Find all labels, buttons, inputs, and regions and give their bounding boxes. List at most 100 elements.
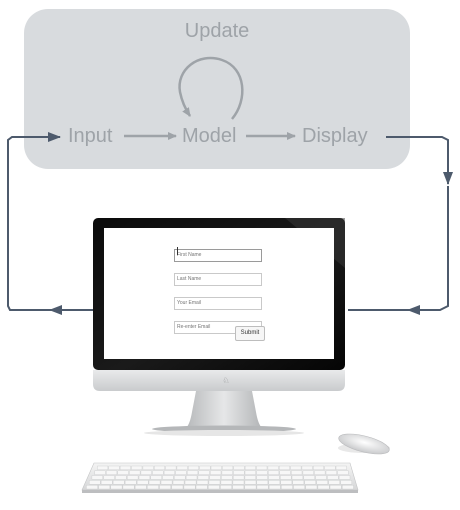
mouse-body (338, 433, 390, 455)
keyboard-key (100, 480, 113, 485)
input-label: Input (68, 125, 113, 147)
signup-form (174, 243, 266, 339)
keyboard-key (129, 470, 141, 475)
keyboard-key (314, 470, 326, 475)
first-name-field[interactable] (174, 249, 262, 262)
keyboard-key (197, 475, 209, 480)
keyboard-key (325, 470, 337, 475)
keyboard-key (305, 485, 318, 490)
keyboard-key (303, 475, 315, 480)
keyboard-key (207, 485, 220, 490)
keyboard-key (199, 465, 211, 470)
keyboard-key (115, 475, 127, 480)
keyboard-key (292, 480, 305, 485)
keyboard-key (327, 475, 339, 480)
keyboard-key (335, 465, 347, 470)
keyboard-key (134, 485, 147, 490)
keyboard-key (172, 480, 185, 485)
keyboard-key (91, 475, 104, 480)
model-label: Model (182, 125, 236, 147)
keyboard-key (185, 475, 198, 480)
email-field[interactable] (174, 297, 262, 310)
reenter-email-field[interactable] (174, 321, 262, 334)
keyboard-key (165, 465, 177, 470)
keyboard-key (268, 470, 280, 475)
keyboard-key (112, 480, 125, 485)
keyboard-key (338, 475, 351, 480)
keyboard-key (152, 470, 164, 475)
keyboard-key (86, 485, 98, 490)
keyboard-key (175, 470, 187, 475)
keyboard-key (279, 465, 290, 470)
mouse (338, 433, 390, 455)
keyboard-key (221, 475, 233, 480)
keyboard-key (183, 485, 196, 490)
keyboard-key (103, 475, 115, 480)
monitor-chin (93, 370, 345, 391)
keyboard-key (163, 470, 176, 475)
keyboard-key (150, 475, 162, 480)
mvc-panel (24, 9, 410, 169)
left-to-input-arrow (7, 132, 61, 311)
last-name-field[interactable] (174, 273, 262, 286)
keyboard-key (244, 480, 257, 485)
keyboard-key (159, 485, 172, 490)
keyboard-key (281, 485, 293, 490)
keyboard-key (124, 480, 137, 485)
keyboard-key (293, 485, 306, 490)
keyboard-key (196, 480, 209, 485)
keyboard-key (280, 475, 292, 480)
display-to-screen-arrow (386, 136, 453, 185)
keyboard-key (256, 470, 268, 475)
keyboard-key (317, 485, 330, 490)
keyboard-key (244, 465, 256, 470)
keyboard-key (136, 480, 149, 485)
monitor-stand (186, 391, 262, 428)
keyboard-key (315, 475, 327, 480)
keyboard-key (280, 480, 293, 485)
keyboard-key (313, 465, 324, 470)
keyboard-key (220, 480, 233, 485)
submit-button[interactable]: Submit (235, 326, 265, 341)
keyboard-key (174, 475, 186, 480)
text-cursor (177, 247, 178, 255)
keyboard-key (324, 465, 336, 470)
keyboard-key (256, 465, 268, 470)
keyboard-edge (82, 490, 358, 493)
keyboard-key (301, 465, 313, 470)
keyboard-key (244, 470, 256, 475)
monitor: ♘ (93, 218, 345, 436)
update-label: Update (185, 20, 250, 42)
brand-logo: ♘ (222, 376, 229, 385)
keyboard-key (220, 485, 232, 490)
keyboard-key (142, 465, 154, 470)
keyboard-keys (86, 465, 354, 490)
keyboard-key (110, 485, 123, 490)
keyboard-key (291, 475, 304, 480)
keyboard-key (171, 485, 184, 490)
keyboard-key (329, 485, 342, 490)
keyboard-key (195, 485, 208, 490)
keyboard-key (188, 465, 200, 470)
keyboard-key (184, 480, 197, 485)
keyboard-key (244, 475, 256, 480)
keyboard-key (316, 480, 329, 485)
keyboard-key (232, 485, 245, 490)
keyboard-key (256, 485, 269, 490)
keyboard-key (267, 465, 279, 470)
keyboard-key (147, 485, 159, 490)
keyboard-key (153, 465, 165, 470)
keyboard-key (186, 470, 199, 475)
keyboard-key (340, 480, 353, 485)
keyboard-key (291, 470, 303, 475)
keyboard-key (210, 465, 222, 470)
keyboard-key (221, 470, 233, 475)
keyboard (81, 462, 359, 493)
keyboard-key (328, 480, 341, 485)
keyboard-key (256, 475, 268, 480)
keyboard-key (119, 465, 131, 470)
keyboard-key (232, 480, 245, 485)
keyboard-key (108, 465, 120, 470)
keyboard-key (208, 480, 221, 485)
keyboard-key (162, 475, 174, 480)
